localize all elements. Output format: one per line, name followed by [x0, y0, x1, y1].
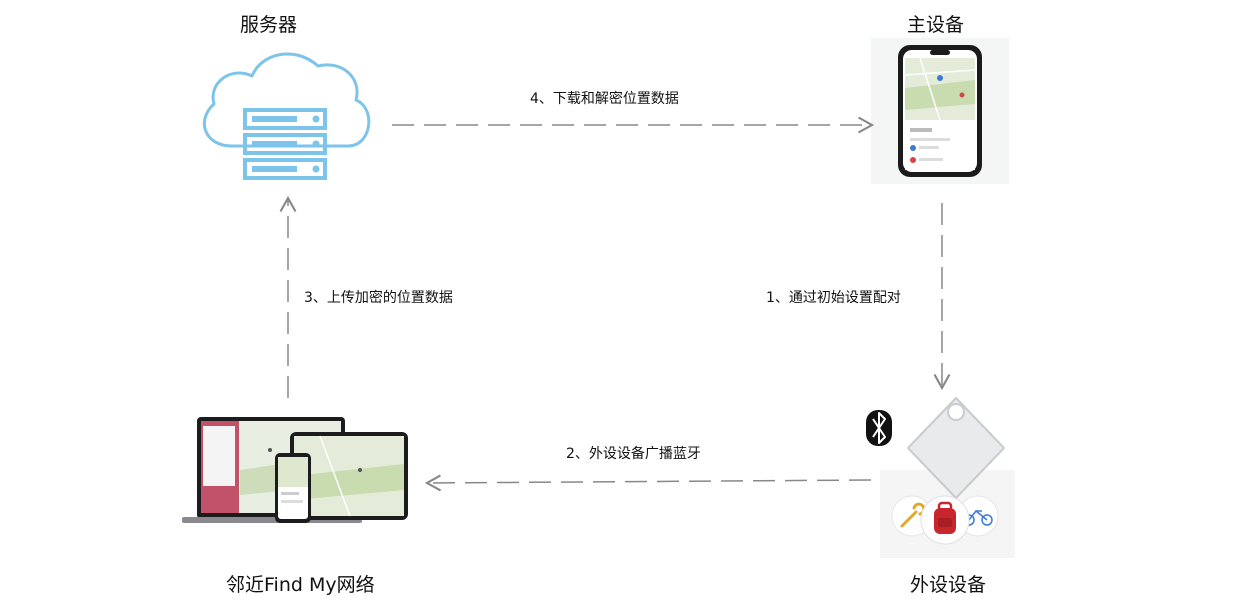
network-label: 邻近Find My网络: [226, 574, 375, 596]
phone-icon: [871, 38, 1009, 184]
server-label: 服务器: [240, 14, 298, 36]
step-1-label: 1、通过初始设置配对: [766, 287, 901, 307]
owner-device-label: 主设备: [907, 14, 965, 36]
laptop-tablet-phone-icon: [182, 417, 408, 523]
step-4-label: 4、下载和解密位置数据: [530, 88, 679, 108]
step-3-label: 3、上传加密的位置数据: [304, 287, 453, 307]
arrow-accessory-to-network: [424, 474, 872, 492]
accessory-label: 外设设备: [910, 574, 987, 596]
step-2-label: 2、外设设备广播蓝牙: [566, 443, 701, 463]
tracker-tag-icon: [880, 397, 1015, 558]
bluetooth-icon: [866, 410, 892, 446]
cloud-server-icon: [202, 52, 371, 180]
